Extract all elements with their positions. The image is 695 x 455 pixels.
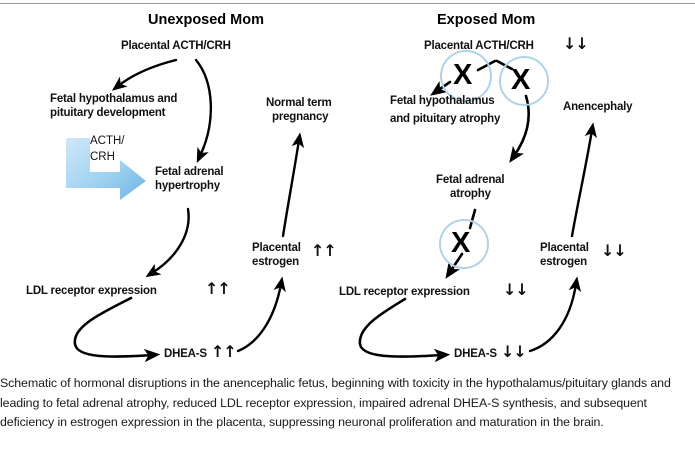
node-dheas-unexposed: DHEA-S	[164, 348, 207, 360]
panel-title-unexposed: Unexposed Mom	[148, 12, 265, 28]
change-indicator-estrogen-exposed: ↓↓	[601, 241, 627, 260]
node-hypothalamus-exposed-line1: Fetal hypothalamus	[390, 95, 495, 107]
block-x-adrenal: X	[511, 64, 531, 96]
node-dheas-exposed: DHEA-S	[454, 348, 497, 360]
node-fetal-adrenal-exposed-line2: atrophy	[450, 188, 491, 200]
label-acth-crh-feedback-line2: CRH	[90, 151, 115, 163]
node-fetal-adrenal-unexposed-line2: hypertrophy	[155, 180, 220, 192]
change-indicator-dheas-exposed: ↓↓	[501, 342, 527, 361]
node-hypothalamus-unexposed-line1: Fetal hypothalamus and	[50, 93, 178, 105]
block-x-hypothalamus: X	[453, 59, 473, 91]
node-normal-term-pregnancy-line2: pregnancy	[272, 111, 329, 123]
node-hypothalamus-exposed-line2: and pituitary atrophy	[390, 113, 501, 125]
node-ldl-receptor-unexposed: LDL receptor expression	[26, 285, 157, 297]
node-ldl-receptor-exposed: LDL receptor expression	[339, 286, 470, 298]
node-placental-estrogen-unexposed-line2: estrogen	[252, 256, 299, 268]
node-placental-estrogen-exposed-line2: estrogen	[540, 256, 587, 268]
node-fetal-adrenal-unexposed-line1: Fetal adrenal	[155, 166, 224, 178]
panel-title-exposed: Exposed Mom	[437, 12, 536, 28]
change-indicator-ldl-unexposed: ↑↑	[205, 279, 231, 298]
node-hypothalamus-unexposed-line2: pituitary development	[50, 107, 166, 119]
top-rule	[0, 3, 695, 4]
diagram-canvas: Unexposed Mom Exposed Mom Placental ACTH…	[0, 4, 695, 370]
arrow-adrenal-to-ldl	[145, 207, 190, 278]
change-indicator-ldl-exposed: ↓↓	[503, 280, 529, 299]
arrow-estrogen-to-pregnancy	[281, 132, 305, 238]
change-indicator-placental-acth-exposed: ↓↓	[563, 34, 589, 53]
figure-caption: Schematic of hormonal disruptions in the…	[0, 376, 671, 430]
arrow-acth-to-adrenal	[194, 58, 213, 163]
label-acth-crh-feedback-line1: ACTH/	[90, 135, 125, 147]
arrow-acth-to-hypothalamus	[111, 58, 178, 91]
arrow-estrogen-to-anencephaly	[570, 122, 597, 238]
arrow-ldl-to-dheas	[73, 296, 161, 363]
node-normal-term-pregnancy-line1: Normal term	[266, 97, 332, 109]
node-fetal-adrenal-exposed-line1: Fetal adrenal	[436, 174, 505, 186]
node-placental-acth-unexposed: Placental ACTH/CRH	[121, 40, 231, 52]
node-placental-estrogen-unexposed-line1: Placental	[252, 242, 301, 254]
block-x-ldl: X	[451, 227, 471, 259]
node-placental-estrogen-exposed-line1: Placental	[540, 242, 589, 254]
change-indicator-dheas-unexposed: ↑↑	[211, 342, 237, 361]
change-indicator-estrogen-unexposed: ↑↑	[311, 241, 337, 260]
arrow-ldl-to-dheas-exposed	[358, 297, 451, 363]
arrow-dheas-to-estrogen	[236, 276, 286, 353]
node-anencephaly: Anencephaly	[563, 101, 633, 113]
arrow-dheas-to-estrogen-exposed	[528, 276, 582, 353]
diagram-vector-layer	[66, 50, 597, 363]
node-placental-acth-exposed: Placental ACTH/CRH	[424, 40, 534, 52]
